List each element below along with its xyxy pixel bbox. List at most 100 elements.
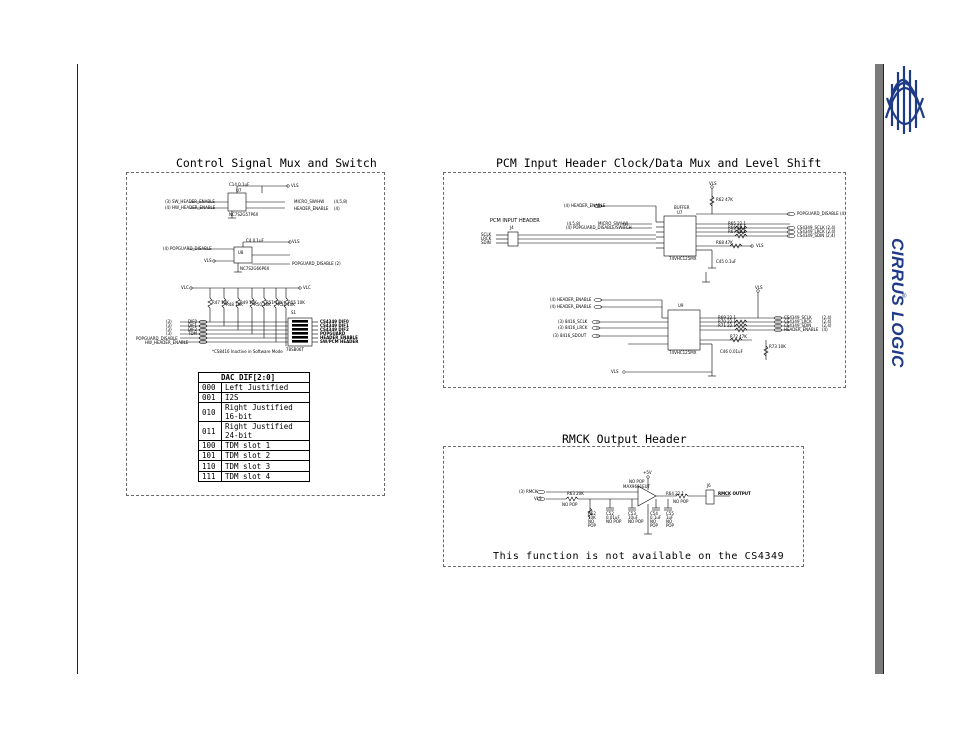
- pcm-micro-label: MICRO_SW/HW: [598, 221, 629, 226]
- pcm-outref2-4: (4): [822, 327, 828, 332]
- pcm-header-en3-label: (4) HEADER_ENABLE: [550, 304, 592, 309]
- pcm-popguard-label: POPGUARD_DISABLE (4): [797, 211, 846, 216]
- rmck-bottom-c53: C53 10uF NO POP: [628, 511, 644, 524]
- rmck-j6-label: J6: [707, 483, 711, 488]
- pcm-out2-sdin-label: CS4349_SDIN: [784, 323, 812, 328]
- rmck-bottom-c52: C52 0.01uF NO POP: [606, 511, 622, 524]
- resistor-label-r47: R47 10K: [212, 300, 229, 305]
- vlc-right-label: VLC: [303, 285, 311, 290]
- pcm-outref2-3: (2,4): [822, 323, 832, 328]
- pcm-out-sclk-label: CS4349_SCLK (2,4): [797, 225, 836, 230]
- rmck-nopop-r-label: NO POP: [673, 499, 689, 504]
- dip-name-sw-pcm: SW/PCM HEADER: [320, 339, 359, 344]
- pcm-r68-label: R68 47K: [716, 240, 733, 245]
- u8-label: U8: [238, 250, 244, 255]
- ref-1: (3): [166, 319, 172, 324]
- pcm-out-sdin-label: CS4349_SDIN (2,4): [797, 233, 836, 238]
- popguard-in-label: (4) POPGUARD_DISABLE: [163, 246, 212, 251]
- rmck-header-label: RMCK OUTPUT: [718, 491, 751, 496]
- micro-sw-label: MICRO_SW/HW: [294, 199, 325, 204]
- header-ref-label: (4): [334, 206, 340, 211]
- rmck-vls-label: VLS: [534, 496, 542, 501]
- pcm-vls2-label: VLS: [756, 243, 764, 248]
- pcm-out-lrck-label: CS4349_LRCK (2,4): [797, 229, 836, 234]
- pcm-buffer-label: BUFFER: [674, 205, 690, 210]
- rmck-bottom-c55: C55 1uF NO POP: [666, 511, 674, 528]
- rmck-p5v-label: +5V: [643, 470, 652, 475]
- pcm-r67-label: R67 22.1: [728, 229, 747, 234]
- pcm-in2-lrck-label: (3) 8416_LRCK: [558, 325, 588, 330]
- pcm-vls-label: VLS: [709, 181, 717, 186]
- dip-left-dif2: DIF2: [188, 327, 198, 332]
- rmck-amp-nopop-label: NO POP: [629, 479, 645, 484]
- u8-part-label: NC7S2G66P6X: [240, 266, 270, 271]
- ref-2: (3): [166, 323, 172, 328]
- ref-3: (3): [166, 327, 172, 332]
- rmck-section-title: RMCK Output Header: [562, 432, 687, 446]
- pcm-u9-part-label: 74VHC125MX: [669, 350, 697, 355]
- pcm-j4-label: J4: [510, 225, 514, 230]
- pcm-c45-label: C45 0.1uF: [716, 259, 737, 264]
- control-section-box: [126, 172, 385, 496]
- pcm-outref2-1: (2,4): [822, 315, 832, 320]
- pcm-out2-header-label: HEADER_ENABLE: [784, 327, 819, 332]
- pcm-in2-sclk-label: (3) 8416_SCLK: [558, 319, 588, 324]
- table-cell-desc: TDM slot 4: [221, 470, 310, 482]
- rmck-section-box: [443, 446, 804, 567]
- pcm-r71-label: R71 22.1: [718, 323, 737, 328]
- pcm-sdin-label: SDIN: [481, 240, 491, 245]
- pcm-uq-label: (4,5,8): [567, 221, 581, 226]
- pcm-r66-label: R66 22.1: [728, 225, 747, 230]
- pcm-popsw-label: (4) POPGUARD_DISABLE/SWITCH: [566, 225, 632, 230]
- sw-enable-label: (3) SW_HEADER_ENABLE: [165, 199, 215, 204]
- pcm-r69-label: R69 22.1: [718, 315, 737, 320]
- vls-top-label: VLS: [291, 183, 299, 188]
- rmck-r64-label: R64 22.1: [666, 491, 685, 496]
- pcm-sclk-label: SCLK: [481, 232, 492, 237]
- pcm-c46-label: C46 0.01uF: [720, 349, 743, 354]
- rmck-in-label: (3) RMCK: [519, 489, 538, 494]
- ref-4: (3): [166, 331, 172, 336]
- u7-ctrl-label: U7: [236, 188, 242, 193]
- footnote-label: *CS8416 Inactive in Software Mode: [212, 349, 283, 354]
- c4-label: C4 0.1uF: [246, 238, 264, 243]
- left-margin-line: [77, 64, 78, 674]
- header-enable-label: HEADER_ENABLE: [294, 206, 329, 211]
- vls-mid-label: VLS: [292, 239, 300, 244]
- rmck-bottom-c54: C54 0.1uF NO POP: [650, 511, 662, 528]
- dip-name-dif2: CS4349 DIF2: [320, 327, 349, 332]
- micro-ref-label: (4,5,8): [334, 199, 348, 204]
- dip-part-label: 78SB06T: [286, 347, 304, 352]
- popguard-out-label: POPGUARD_DISABLE (2): [292, 261, 341, 266]
- pcm-r70-label: R70 22.1: [718, 319, 737, 324]
- dip-name-popguard: POPGUARD: [320, 331, 346, 336]
- resistor-label-r51: R51 10K: [266, 300, 283, 305]
- pcm-r72-label: R72 47K: [730, 334, 747, 339]
- right-side-bar: [875, 64, 884, 674]
- rmck-bottom-r52: R52 10K NO POP: [588, 511, 596, 528]
- rmck-np1-label: NO POP: [562, 502, 578, 507]
- dip-left-hw-enable: HW_HEADER_ENABLE: [145, 340, 189, 345]
- pcm-section-title: PCM Input Header Clock/Data Mux and Leve…: [496, 156, 822, 170]
- pcm-outref2-2: (2,4): [822, 319, 832, 324]
- resistor-label-r55: R55 10K: [288, 300, 305, 305]
- table-cell-desc: Right Justified 24-bit: [221, 421, 310, 442]
- resistor-label-r48: R48 10K: [226, 302, 243, 307]
- pcm-in2-sdout-label: (3) 8416_SDOUT: [553, 333, 587, 338]
- dip-left-popguard: POPGUARD_DISABLE: [136, 336, 178, 341]
- dip-name-dif0: CS4349 DIF0: [320, 319, 349, 324]
- resistor-label-r50: R50 10K: [254, 302, 271, 307]
- pcm-u7-part-label: 74VHC125MX: [669, 256, 697, 261]
- hw-enable-label: (4) HW_HEADER_ENABLE: [165, 205, 216, 210]
- rmck-amp-label: MAX9601EUT: [623, 484, 651, 489]
- pcm-r65-label: R65 22.1: [728, 221, 747, 226]
